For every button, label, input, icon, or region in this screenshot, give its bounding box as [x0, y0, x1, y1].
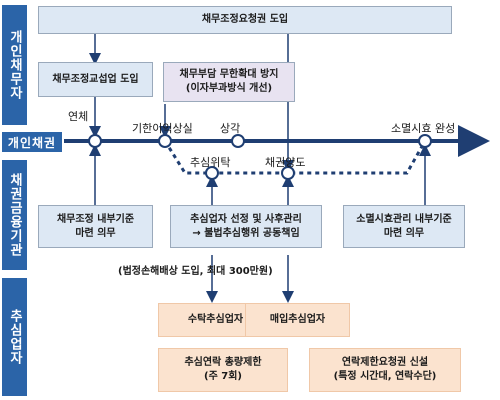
box-internal-standards-debt-adjustment: 채무조정 내부기준 마련 의무: [38, 205, 153, 248]
label-delinquency: 연체: [68, 110, 89, 123]
section-label-financial-institution: 채권금융기관: [2, 160, 27, 270]
box-collection-contact-limit: 추심연락 총량제한 (주 7회): [158, 348, 288, 392]
label-prescription-completed: 소멸시효 완성: [391, 122, 456, 135]
label-loss-of-benefit: 기한이익상실: [132, 122, 193, 135]
label-collection-consignment: 추심위탁: [190, 156, 231, 169]
box-purchased-collector: 매입추심업자: [245, 303, 350, 337]
node-consignment: [205, 166, 219, 180]
box-agency-selection-management: 추심업자 선정 및 사후관리 → 불법추심행위 공동책임: [170, 205, 322, 248]
node-delinquency: [88, 134, 102, 148]
section-label-individual-debt: 개인채권: [2, 132, 62, 152]
box-unlimited-burden-prevention: 채무부담 무한확대 방지 (이자부과방식 개선): [163, 62, 295, 102]
box-internal-standards-prescription: 소멸시효관리 내부기준 마련 의무: [343, 205, 465, 248]
dotted-path: [163, 140, 427, 175]
label-repayment: 상각: [220, 122, 241, 135]
section-label-collection-agency: 추심업자: [2, 278, 27, 396]
box-contact-restriction-request: 연락제한요청권 신설 (특정 시간대, 연락수단): [309, 348, 461, 392]
node-transfer: [281, 166, 295, 180]
section-label-individual-debtor: 개인채무자: [2, 5, 27, 125]
box-debt-adjustment-negotiation: 채무조정교섭업 도입: [38, 62, 153, 97]
note-statutory-damages: (법정손해배상 도입, 최대 300만원): [118, 266, 273, 277]
box-debt-adjustment-request: 채무조정요청권 도입: [38, 6, 452, 34]
label-debt-transfer: 채권양도: [265, 156, 306, 169]
node-repayment: [231, 134, 245, 148]
node-prescription: [418, 134, 432, 148]
node-loss-of-benefit: [158, 134, 172, 148]
